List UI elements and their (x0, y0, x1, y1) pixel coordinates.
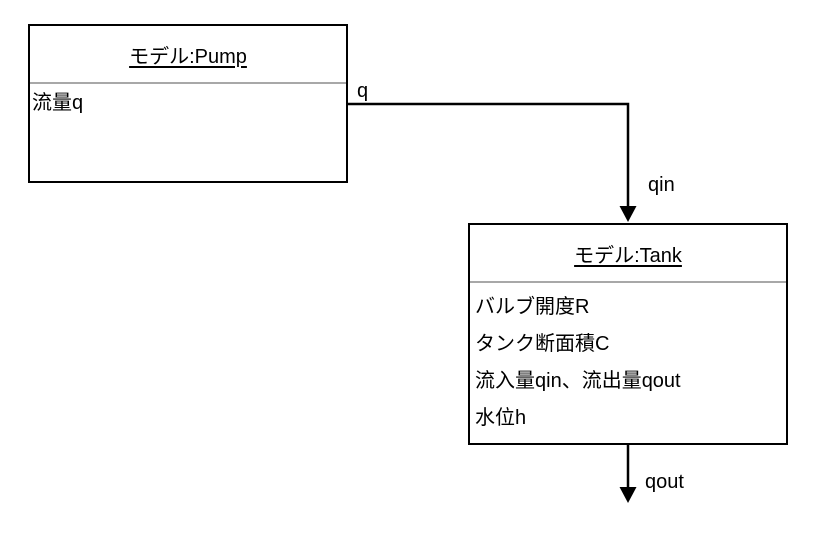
pump-attributes: 流量q (30, 84, 346, 117)
qin-arrowhead-icon (619, 206, 637, 222)
pump-header: モデル:Pump (30, 26, 346, 84)
pump-attribute: 流量q (32, 92, 84, 114)
tank-attribute: タンク断面積C (475, 333, 610, 355)
tank-header: モデル:Tank (470, 225, 786, 283)
flow-label-qout: qout (645, 471, 684, 493)
tank-title: モデル:Tank (574, 244, 682, 267)
pump-to-tank-connector-line (348, 102, 630, 207)
flow-label-qin: qin (648, 174, 675, 196)
tank-attribute: バルブ開度R (475, 296, 590, 318)
pump-title: モデル:Pump (129, 45, 247, 68)
tank-attributes: バルブ開度R タンク断面積C 流入量qin、流出量qout 水位h (470, 283, 786, 437)
flow-label-q: q (357, 80, 369, 102)
tank-class-box: モデル:Tank バルブ開度R タンク断面積C 流入量qin、流出量qout 水… (468, 223, 788, 445)
qout-arrowhead-icon (619, 487, 637, 503)
pump-class-box: モデル:Pump 流量q (28, 24, 348, 183)
tank-attribute: 流入量qin、流出量qout (475, 370, 681, 392)
tank-attribute: 水位h (475, 407, 527, 429)
